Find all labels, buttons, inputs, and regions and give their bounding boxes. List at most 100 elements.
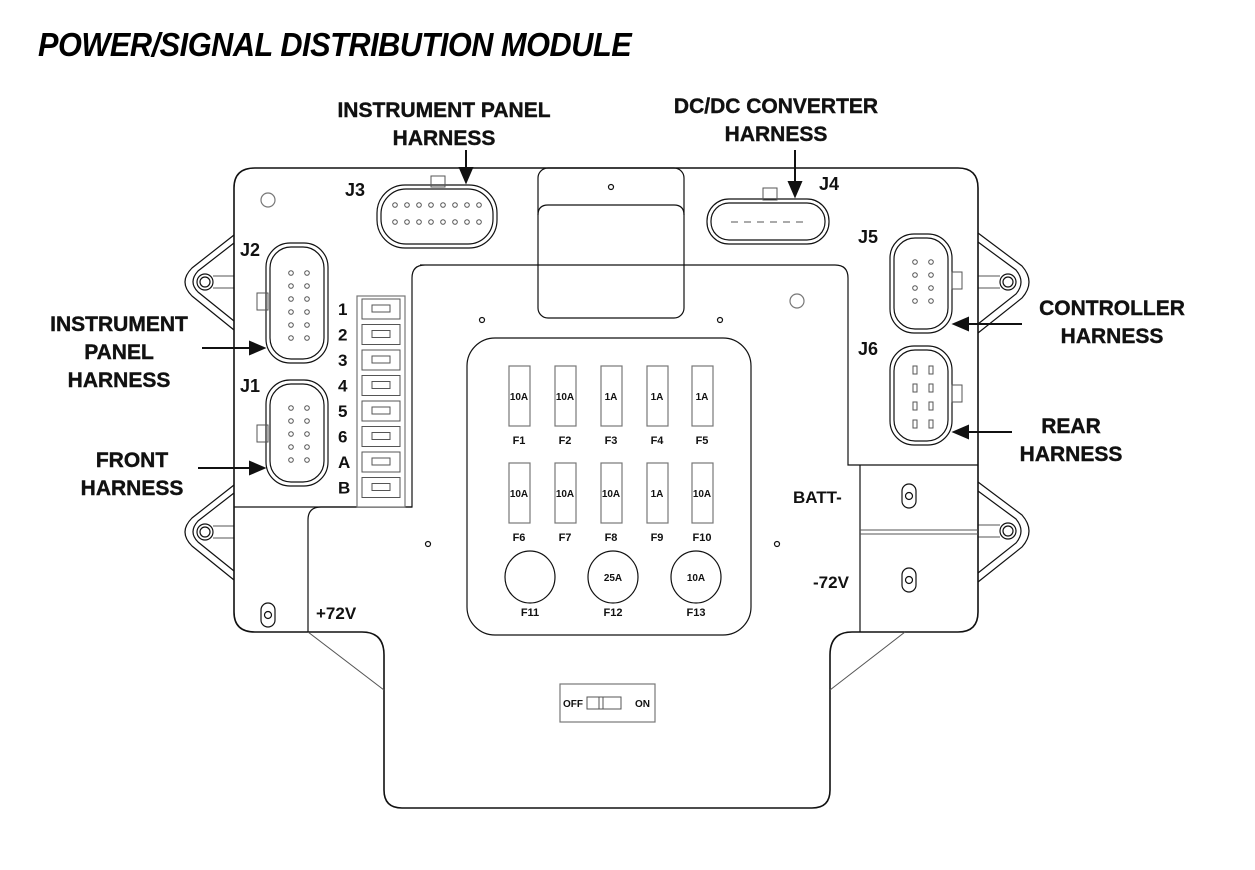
diagram-title: POWER/SIGNAL DISTRIBUTION MODULE [38,26,632,63]
connector-pin [928,401,934,411]
batt-neg-label: BATT- [793,488,842,507]
connector-j3[interactable] [376,175,498,249]
terminal-slot: 6 [338,426,401,447]
connector-pin [912,401,918,411]
fuse-id: F10 [693,532,712,544]
connector-pin [304,444,310,450]
connector-pin [304,270,310,276]
connector-pin [928,383,934,393]
callout-j6-line2: HARNESS [1020,443,1123,466]
connector-pin [464,219,470,225]
callout-j3-line1: INSTRUMENT PANEL [337,99,550,122]
connector-pin [928,419,934,429]
connector-j6[interactable] [889,345,963,446]
j1-label: J1 [240,376,260,396]
terminal-slot: B [338,477,401,498]
fuse-rating: 1A [696,392,709,403]
terminal-label: 1 [338,300,347,319]
connector-j1[interactable] [256,379,329,487]
connector-pin [288,418,294,424]
j2-label: J2 [240,240,260,260]
callout-j4-line1: DC/DC CONVERTER [674,95,878,118]
terminal-slot: 2 [338,324,401,345]
connector-pin [288,309,294,315]
mounting-ear-left-bottom [184,484,235,581]
connector-pin [476,202,482,208]
connector-pin [928,272,934,278]
connector-pin [288,283,294,289]
relay-block [537,167,685,319]
fuse-id: F13 [687,607,706,619]
connector-j2[interactable] [256,242,329,364]
fuse-rating: 10A [556,392,574,403]
connector-pin [404,202,410,208]
connector-pin [288,335,294,341]
connector-pin [912,419,918,429]
fuse-id: F9 [651,532,664,544]
terminal-label: 4 [338,377,348,396]
callout-j5-line1: CONTROLLER [1039,297,1185,320]
connector-pin [440,202,446,208]
fuse-rating: 10A [556,489,574,500]
connector-pin [912,272,918,278]
neg-72v-stud [901,567,917,593]
fuse-rating: 1A [651,489,664,500]
fuse-rating: 1A [651,392,664,403]
j5-label: J5 [858,227,878,247]
screw-hole [789,293,805,309]
connector-pin [304,322,310,328]
j6-label: J6 [858,339,878,359]
batt-neg-stud [901,483,917,509]
connector-pin [464,202,470,208]
connector-pin [288,270,294,276]
connector-pin [928,259,934,265]
j3-label: J3 [345,180,365,200]
connector-pin [928,365,934,375]
callout-j1-line1: FRONT [96,449,168,472]
terminal-slot: A [338,451,401,473]
connector-pin [392,219,398,225]
callout-j5-line2: HARNESS [1061,325,1164,348]
fuse-id: F11 [521,607,539,619]
connector-pin [288,322,294,328]
fuse-f9[interactable]: 1A F9 [646,462,669,544]
callout-j2-line3: HARNESS [68,369,171,392]
terminal-slot: 1 [338,298,401,320]
connector-pin [304,431,310,437]
terminal-slot: 4 [338,375,401,396]
callout-j3-line2: HARNESS [393,127,496,150]
callout-j6-line1: REAR [1041,415,1101,438]
switch-toggle[interactable] [586,696,622,710]
neg-72v-label: -72V [813,573,850,592]
power-switch[interactable]: OFF ON [559,683,656,723]
fuse-id: F6 [513,532,526,544]
j4-label: J4 [819,174,839,194]
connector-pin [288,405,294,411]
connector-pin [304,405,310,411]
connector-pin [304,335,310,341]
connector-j4[interactable] [706,187,830,245]
switch-off-label: OFF [563,699,583,710]
switch-on-label: ON [635,699,650,710]
mounting-ear-left-top [184,234,235,331]
ground-stud [260,602,276,628]
connector-pin [912,259,918,265]
connector-pin [912,383,918,393]
connector-j5[interactable] [889,233,963,334]
screw-hole [260,192,276,208]
connector-pin [416,202,422,208]
fuse-f11[interactable]: F11 [504,550,556,619]
